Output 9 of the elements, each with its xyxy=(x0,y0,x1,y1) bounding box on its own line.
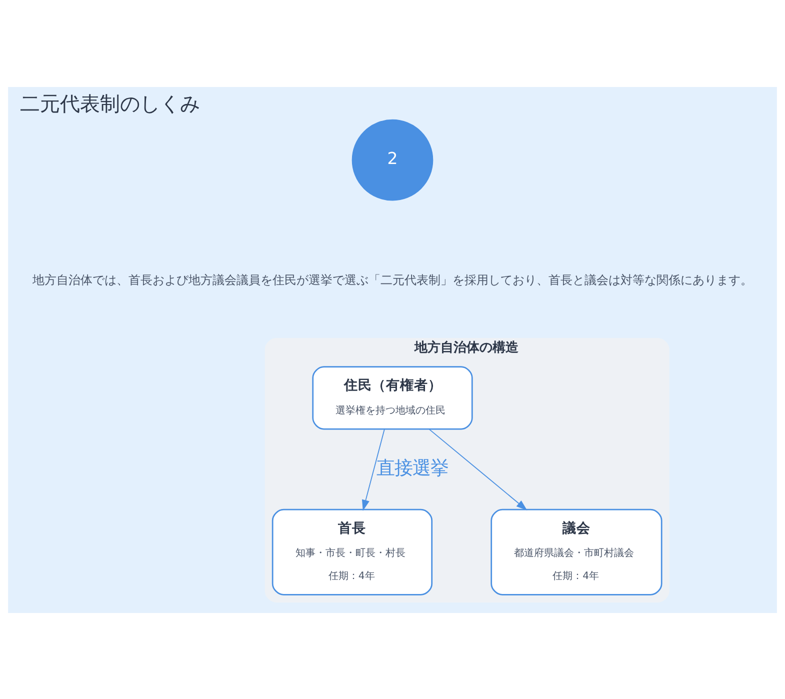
arrow xyxy=(428,428,528,510)
diagram-title: 二元代表制のしくみ xyxy=(20,90,200,115)
node-box: 首長 知事・市長・町長・村長 任期：4年 xyxy=(272,508,433,595)
edge-label: 直接選挙 xyxy=(376,457,449,478)
label: 地方自治体では、首長および地方議会議員を住民が選挙で選ぶ「二元代表制」を採用しており、首長と議会は対等な関係にあります。 xyxy=(32,272,752,286)
node-box: 住民（有権者） 選挙権を持つ地域の住民 xyxy=(312,366,473,430)
label: 2 xyxy=(387,148,398,168)
node-box: 議会 都道府県議会・市町村議会 任期：4年 xyxy=(490,508,662,595)
arrow xyxy=(362,428,385,510)
